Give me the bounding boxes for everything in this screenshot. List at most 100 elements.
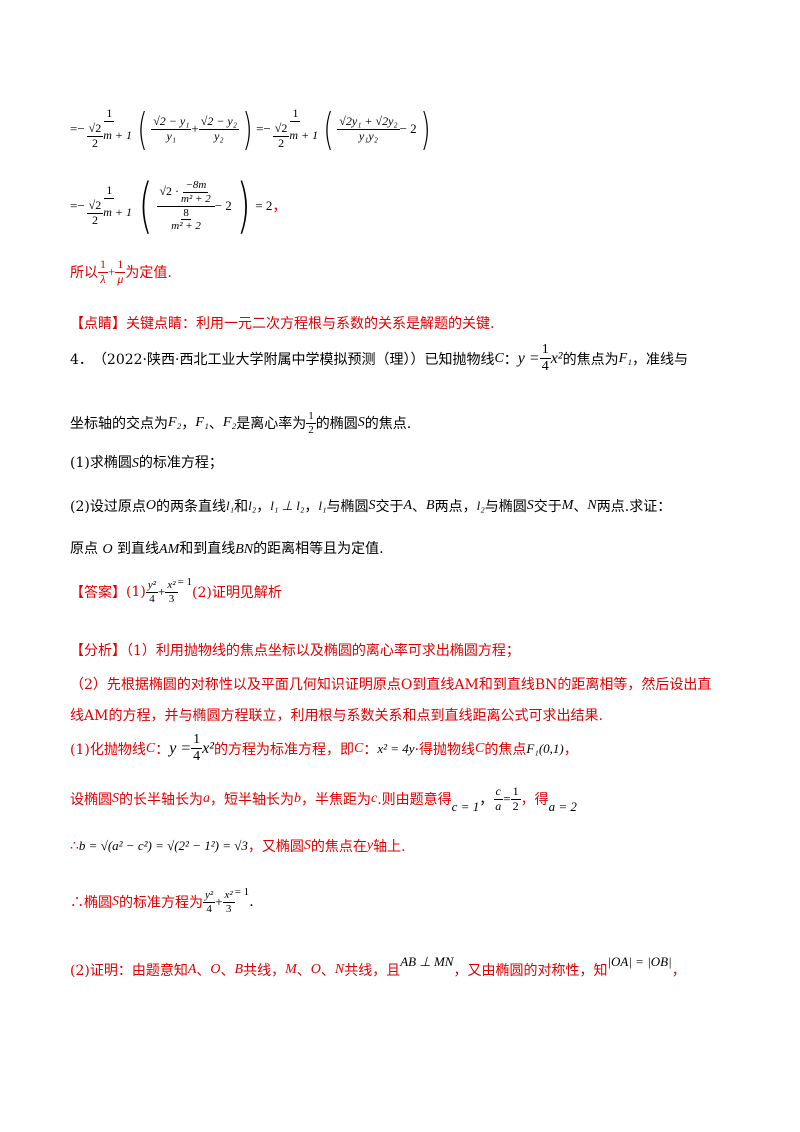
eq-tail: = 1: [234, 886, 250, 898]
var-F1: F₁: [618, 350, 633, 366]
text: 的方程为标准方程，即: [214, 741, 354, 758]
eq-tail: = 1: [177, 576, 193, 588]
question-2-line-2: 原点 O 到直线AM和到直线BN的距离相等且为定值.: [70, 538, 384, 558]
text: 坐标轴的交点为: [70, 416, 168, 433]
focus-text: 的焦点为: [562, 351, 619, 368]
text: 是离心率为: [236, 416, 307, 433]
text: 和: [234, 499, 249, 515]
text: 、: [196, 963, 211, 979]
calc-eq-sign: =−: [256, 121, 271, 136]
text: 的距离相等且为定值.: [253, 541, 384, 557]
var-F2: F₂: [222, 415, 237, 431]
var-C: C: [475, 740, 485, 756]
var-l2: l₂: [248, 498, 257, 513]
text: 的长半轴长为: [119, 792, 203, 809]
text: ∴椭圆: [70, 895, 112, 911]
text: 、: [412, 499, 427, 515]
var-N: N: [334, 962, 345, 977]
var-B: B: [426, 498, 435, 513]
text: 的椭圆: [315, 416, 358, 433]
text: 两点，: [434, 499, 477, 515]
text: 共线，: [243, 963, 286, 979]
question-2-line-1: (2)设过原点 O 的两条直线 l₁ 和 l₂ ， l₁ ⊥ l₂ ， l₁ 与…: [70, 496, 671, 516]
problem-number: 4．: [70, 351, 93, 368]
var-S: S: [368, 498, 376, 513]
text: ，: [563, 741, 578, 758]
var-y: y: [366, 838, 374, 853]
text: 、: [573, 499, 588, 515]
calc-eq-sign: =−: [70, 121, 85, 136]
text: 交于: [375, 499, 404, 515]
var-O: O: [210, 962, 221, 977]
plus-sign: +: [191, 121, 199, 136]
var-O: O: [310, 962, 321, 977]
text: 原点: [70, 541, 98, 557]
text: ，: [256, 499, 271, 515]
text: ·得抛物线: [414, 741, 476, 758]
question-1: (1)求椭圆S的标准方程；: [70, 452, 223, 472]
text: 、: [296, 963, 311, 979]
var-l1: l₁: [225, 498, 235, 513]
answer-part1: (1): [126, 584, 146, 600]
therefore-symbol: ∴: [70, 838, 79, 854]
text: (1)求椭圆: [70, 455, 132, 471]
text: (2)证明：由题意知: [70, 963, 188, 979]
var-S: S: [112, 894, 119, 909]
answer-label: 【答案】: [70, 585, 126, 601]
text: 的标准方程；: [138, 455, 223, 471]
var-S: S: [303, 838, 311, 853]
text: 、: [320, 963, 335, 979]
text: 交于: [533, 499, 562, 515]
left-paren: (: [137, 103, 148, 155]
var-N: N: [587, 498, 597, 513]
var-M: M: [285, 962, 297, 977]
perp-expr: l₁ ⊥ l₂: [270, 498, 305, 513]
problem-source: （2022·陕西·西北工业大学附属中学模拟预测（理））已知抛物线: [92, 351, 495, 368]
text: 的焦点: [484, 741, 527, 758]
text: 到直线: [117, 541, 160, 557]
solution-line-5: (2)证明：由题意知 A 、 O 、 B 共线， M 、 O 、 N 共线，且 …: [70, 954, 686, 980]
left-paren: (: [138, 171, 153, 241]
var-y: y =: [169, 739, 192, 757]
var-C: C: [494, 350, 504, 366]
solution-line-3: ∴ b = √(a² − c²) = √(2² − 1²) = √3 ，又椭圆 …: [70, 836, 406, 856]
analysis-line-2: （2）先根据椭圆的对称性以及平面几何知识证明原点O到直线AM和到直线BN的距离相…: [70, 677, 712, 693]
text: ，又椭圆: [247, 839, 304, 855]
var-C: C: [145, 740, 156, 756]
var-A: A: [187, 962, 197, 977]
text: 、: [208, 416, 223, 433]
var-O: O: [145, 498, 156, 513]
text: ，: [671, 963, 686, 979]
eq: x² = 4y: [377, 740, 415, 756]
right-paren: ): [242, 103, 253, 155]
text: .: [249, 894, 254, 910]
text: 的焦点.: [364, 416, 412, 433]
eq: c = 1: [451, 799, 480, 815]
text: ：: [155, 741, 170, 758]
var-A: A: [403, 498, 413, 513]
var-l2: l₂: [476, 498, 485, 513]
text: 两点.求证：: [596, 499, 672, 515]
conclusion-suffix: 为定值.: [125, 265, 172, 282]
text: ，短半轴长为: [210, 792, 294, 809]
var-a: a: [203, 791, 210, 807]
text: 设椭圆: [70, 792, 112, 809]
text: (2)设过原点: [70, 499, 146, 515]
solution-line-2: 设椭圆 S 的长半轴长为 a ，短半轴长为 b ，半焦距为 c .则由题意得 c…: [70, 784, 577, 815]
directrix-text: ，准线与: [632, 351, 689, 368]
conclusion-prefix: 所以: [70, 265, 98, 282]
